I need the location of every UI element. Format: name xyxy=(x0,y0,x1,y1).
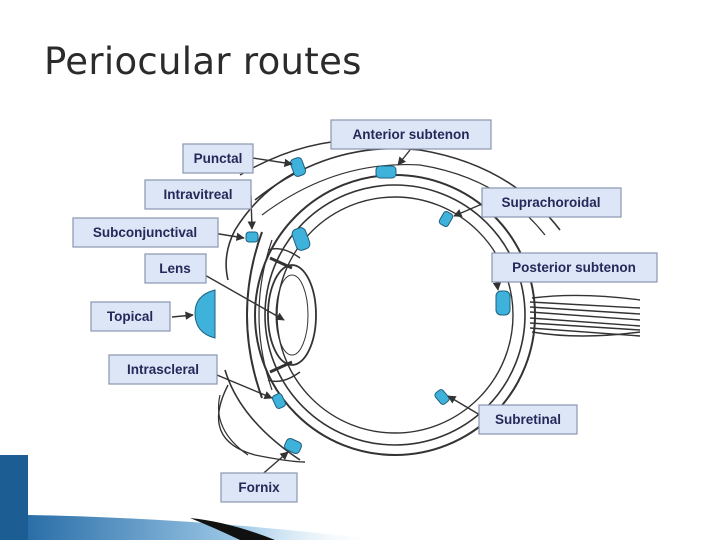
anterior-subtenon-depot xyxy=(375,165,397,179)
label-posterior-subtenon: Posterior subtenon xyxy=(491,252,658,283)
label-subretinal: Subretinal xyxy=(478,404,578,435)
fornix-depot xyxy=(284,437,302,455)
label-punctal-text: Punctal xyxy=(194,151,243,166)
ciliary-lower xyxy=(267,371,301,383)
leader-anterior-subtenon xyxy=(397,149,411,166)
footer-decoration xyxy=(0,455,380,540)
subconjunctival-depot xyxy=(245,231,259,243)
label-suprachoroidal-text: Suprachoroidal xyxy=(501,195,600,210)
label-punctal: Punctal xyxy=(182,143,254,174)
leader-punctal xyxy=(252,157,293,168)
label-fornix-text: Fornix xyxy=(238,480,280,495)
punctal-plug xyxy=(289,157,307,177)
label-suprachoroidal: Suprachoroidal xyxy=(481,187,622,218)
eyelids xyxy=(217,169,306,463)
anterior-segment xyxy=(246,231,317,399)
leader-suprachoroidal xyxy=(453,203,483,217)
slide-title: Periocular routes xyxy=(44,40,362,83)
ciliary-upper xyxy=(267,247,301,259)
posterior-subtenon-depot xyxy=(495,290,511,316)
upper-eyelid xyxy=(225,169,301,281)
label-intrascleral: Intrascleral xyxy=(108,354,218,385)
subretinal-depot xyxy=(434,389,450,405)
label-intrascleral-text: Intrascleral xyxy=(127,362,199,377)
intravitreal-implant xyxy=(291,227,311,251)
lens-nucleus xyxy=(275,274,309,356)
intrascleral-depot xyxy=(271,393,287,409)
label-subconjunctival-text: Subconjunctival xyxy=(93,225,197,240)
label-intravitreal: Intravitreal xyxy=(144,179,252,210)
leader-topical xyxy=(171,311,194,320)
retina-layer xyxy=(276,196,514,434)
label-subconjunctival: Subconjunctival xyxy=(72,217,219,248)
cornea xyxy=(246,231,263,399)
label-posterior-subtenon-text: Posterior subtenon xyxy=(512,260,636,275)
lens-shape xyxy=(267,264,317,366)
label-topical: Topical xyxy=(90,301,171,332)
lower-lid-outer xyxy=(218,394,249,456)
optic-nerve xyxy=(529,294,641,337)
label-lens: Lens xyxy=(144,253,207,284)
leader-lens xyxy=(195,269,285,321)
label-intravitreal-text: Intravitreal xyxy=(163,187,232,202)
topical-drop xyxy=(194,289,216,339)
lower-eyelid xyxy=(224,369,301,461)
label-lens-text: Lens xyxy=(159,261,191,276)
drug-depots xyxy=(194,157,511,455)
choroid-layer xyxy=(264,184,526,446)
label-fornix: Fornix xyxy=(220,472,298,503)
label-subretinal-text: Subretinal xyxy=(495,412,561,427)
label-anterior-subtenon-text: Anterior subtenon xyxy=(353,127,470,142)
suprachoroidal-depot xyxy=(438,211,454,227)
cornea-inner xyxy=(258,239,273,391)
label-topical-text: Topical xyxy=(107,309,153,324)
label-anterior-subtenon: Anterior subtenon xyxy=(330,119,492,150)
